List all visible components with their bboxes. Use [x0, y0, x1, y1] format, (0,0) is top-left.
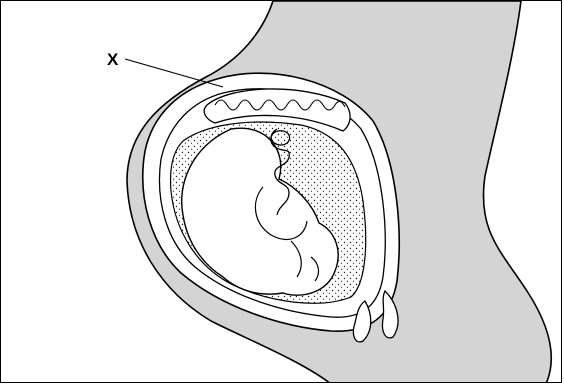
label-x-pointer: [125, 59, 223, 87]
label-x: X: [107, 50, 119, 69]
